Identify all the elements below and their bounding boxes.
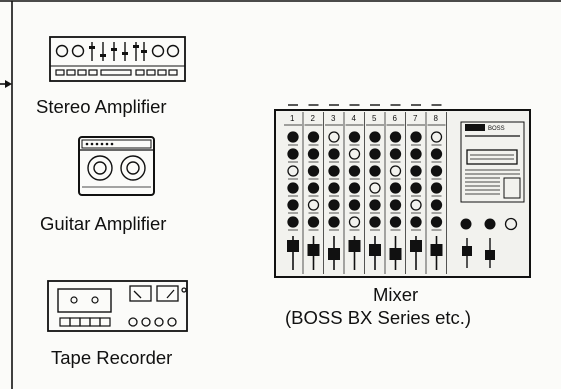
fader-knob [287,240,299,252]
knob-icon [328,216,340,228]
knob-icon [389,216,402,228]
knob-icon [369,148,381,160]
knob-icon [287,165,299,177]
knob-icon [287,131,299,143]
guitar-amplifier-label: Guitar Amplifier [40,213,167,234]
knob-icon [410,182,422,194]
fader-knob [389,248,402,260]
fader-knob [410,240,422,252]
knob-icons [55,44,180,58]
knob-icon [328,182,340,194]
knob-icon [348,216,361,228]
mixer-brand-text: BOSS [488,126,505,132]
mixer-channel-strip: 2 [304,112,324,274]
channel-number-label: 7 [413,114,418,123]
knob-icon [287,199,299,211]
channel-number-label: 4 [352,114,357,123]
knob-icon [307,148,320,160]
knob-icon [328,148,340,160]
master-fader-icons [462,238,495,268]
mixer-label: Mixer [373,284,419,305]
knob-icon [430,182,443,194]
master-knob-icons [460,217,518,231]
channel-number-label: 6 [393,114,398,123]
tape-recorder-label: Tape Recorder [51,347,173,368]
slider-icons [91,42,145,61]
knob-icon [328,131,340,143]
mixer-channel-strip: 4 [345,112,365,274]
vu-meter-icons [129,285,187,302]
fader-knob [328,248,340,260]
mixer-channel-strip: 7 [407,112,427,274]
knob-icon [369,216,381,228]
input-arrow [0,80,12,88]
knob-icon [389,131,402,143]
knob-icon [369,131,381,143]
knob-icon [328,165,340,177]
knob-icon [389,148,402,160]
knob-icon [410,216,422,228]
guitar-amplifier-drawing [78,136,155,196]
mixer-channel-strip: 8 [427,112,447,274]
fader-knob [369,244,381,256]
knob-icon [348,148,361,160]
knob-icon [410,165,422,177]
knob-icon [410,199,422,211]
mixer-series-label: (BOSS BX Series etc.) [285,307,472,328]
channel-number-label: 3 [331,114,336,123]
knob-icon [389,182,402,194]
mixer-channel-strip: 3 [325,112,345,274]
knob-icon [430,216,443,228]
knob-icon [328,199,340,211]
stereo-amplifier-drawing [49,36,186,82]
button-row [55,69,178,76]
fader-knob [430,244,443,256]
mixer-channel-strip: 6 [386,112,406,274]
knob-icon [410,148,422,160]
knob-icon [307,165,320,177]
stereo-amplifier-label: Stereo Amplifier [36,96,167,117]
mixer-master-section: BOSS [460,121,525,268]
knob-icon [307,131,320,143]
transport-buttons [59,317,111,327]
knob-icon [287,148,299,160]
mixer-channel-strip: 5 [366,112,386,274]
knob-icon [430,199,443,211]
fader-knob [307,244,320,256]
knob-icon [307,182,320,194]
knob-icon [369,182,381,194]
reel-icons [70,296,99,304]
knob-icon [307,216,320,228]
knob-icon [369,199,381,211]
speaker-icons [87,155,146,181]
mixer-channel-strip: 1 [284,112,304,274]
knob-icon [430,148,443,160]
tape-recorder-drawing [47,280,188,332]
channel-number-label: 5 [372,114,377,123]
mixer-drawing: 1 2 3 4 5 6 7 8 BOSS [274,104,531,278]
knob-icon [389,165,402,177]
channel-number-label: 8 [434,114,439,123]
tape-knob-icons [128,317,177,327]
knob-icon [348,182,361,194]
knob-icon [389,199,402,211]
knob-icon [348,131,361,143]
fader-knob [348,240,361,252]
knob-icon [287,216,299,228]
channel-number-label: 2 [311,114,316,123]
knob-icon [430,165,443,177]
knob-icon [287,182,299,194]
knob-icon [430,131,443,143]
knob-icon [348,165,361,177]
mixer-channel-strips: 1 2 3 4 5 6 7 8 [284,112,447,274]
knob-icon [369,165,381,177]
knob-icon [307,199,320,211]
knob-icon [348,199,361,211]
knob-icon [410,131,422,143]
channel-number-label: 1 [290,114,295,123]
